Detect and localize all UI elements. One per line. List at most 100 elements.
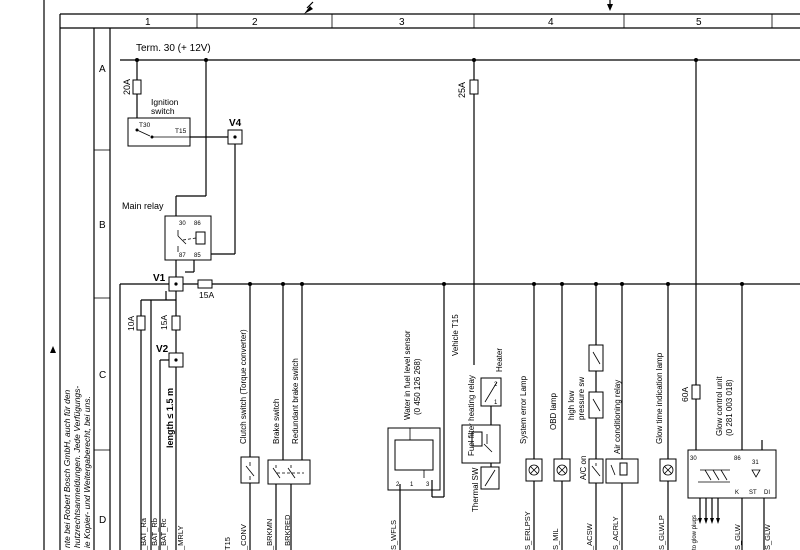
fuse-25a-label: 25A <box>457 82 467 98</box>
row-label-b: B <box>99 220 106 231</box>
signal-bat-rb: _BAT_Rb <box>150 518 159 550</box>
signal-acsw: _ACSW <box>585 522 594 550</box>
ac-on-label: A/C on <box>579 456 588 480</box>
signal-brkmn: _BRKMN <box>265 519 274 550</box>
main-relay: 30 86 87 85 <box>164 60 212 278</box>
col-label-5: 5 <box>696 17 702 28</box>
ignition-t30-label: T30 <box>139 122 151 129</box>
signal-t15: T15 <box>223 537 232 550</box>
ignition-t15-label: T15 <box>175 128 187 135</box>
glow-pin-st: ST <box>749 490 757 496</box>
clutch-switch: Clutch switch (Torque converter) <box>239 284 260 550</box>
signal-brkred: _BRKRED <box>283 514 292 550</box>
ac-relay: Air conditioning relay <box>605 284 639 550</box>
signal-conv: _CONV <box>239 524 248 550</box>
heater-label: Heater <box>495 348 504 372</box>
connector-v1: V1 <box>153 273 184 292</box>
to-glow-label: to glow plugs <box>692 515 698 550</box>
signal-bat-ra: _BAT_Ra <box>139 517 148 550</box>
relay-pin-30: 30 <box>179 221 186 227</box>
pressure-label-2: pressure sw <box>577 377 586 420</box>
col-label-1: 1 <box>145 17 151 28</box>
heat-pin-2: 2 <box>494 382 498 388</box>
obd-lamp: OBD lamp <box>549 284 571 550</box>
drawing-frame <box>43 0 800 550</box>
signal-bat-rc: _BAT_Rc <box>159 518 168 550</box>
connector-v4: V4 <box>205 118 243 255</box>
power-bus <box>119 282 800 550</box>
glow-pin-86: 86 <box>734 456 741 462</box>
col-label-4: 4 <box>548 17 554 28</box>
glow-pin-k: K <box>735 490 739 496</box>
glow-pin-30: 30 <box>690 456 697 462</box>
signal-erlpsy: S_ERLPSY <box>523 511 532 550</box>
relay-pin-87: 87 <box>179 253 186 259</box>
col-label-2: 2 <box>252 17 258 28</box>
ignition-switch: T30 T15 <box>127 117 191 147</box>
signal-glwlp: S_GLWLP <box>657 515 666 550</box>
brake-switches: Brake switch Redundant brake switch <box>267 284 311 550</box>
glow-lamp-label: Glow time indication lamp <box>655 352 664 444</box>
v1-label: V1 <box>153 273 166 284</box>
fuse-15a-horizontal: 15A <box>197 279 214 300</box>
ignition-switch-label-2: switch <box>151 106 175 116</box>
signal-glw-2: S_GLW <box>763 523 772 550</box>
battery-feeds: 10A 15A <box>126 291 181 550</box>
relay-pin-85: 85 <box>194 253 201 259</box>
vehicle-t15-label: Vehicle T15 <box>451 314 460 356</box>
system-error-lamp: System error Lamp <box>519 284 543 550</box>
glow-pin-31: 31 <box>752 460 759 466</box>
pressure-switch: high low pressure sw A/C on <box>567 284 604 550</box>
glow-pin-di: DI <box>764 490 770 496</box>
water-sensor-label-2: (0 450 126 268) <box>413 358 422 415</box>
water-sensor-label-1: Water in fuel level sensor <box>403 330 412 420</box>
system-error-lamp-label: System error Lamp <box>519 375 528 444</box>
glow-unit-label-2: (0 281 003 018) <box>725 379 734 436</box>
fuse-15a-v-label: 15A <box>159 315 169 330</box>
signal-glw-1: S_GLW <box>733 523 742 550</box>
v2-label: V2 <box>156 344 169 355</box>
fuse-10a-label: 10A <box>126 316 136 331</box>
sensor-pin-3: 3 <box>426 482 430 488</box>
term30-label: Term. 30 (+ 12V) <box>136 43 211 54</box>
side-note-line-1: nte bei Robert Bosch GmbH, auch für den <box>62 389 72 548</box>
glow-control-unit: 60A 30 86 31 K ST DI Glow control unit (… <box>680 60 777 550</box>
fuel-filter-relay-label: Fuel filter heating relay <box>467 375 476 456</box>
glow-lamp: Glow time indication lamp <box>655 284 677 550</box>
clutch-switch-label: Clutch switch (Torque converter) <box>239 329 248 444</box>
main-relay-label: Main relay <box>122 201 164 211</box>
row-label-a: A <box>99 64 106 75</box>
v4-label: V4 <box>229 118 242 129</box>
side-note: nte bei Robert Bosch GmbH, auch für den … <box>62 386 92 548</box>
obd-lamp-label: OBD lamp <box>549 393 558 430</box>
connector-v2: V2 <box>156 344 184 550</box>
term30-bus: Term. 30 (+ 12V) <box>120 43 800 62</box>
glow-unit-label-1: Glow control unit <box>715 376 724 436</box>
thermal-sw-label: Thermal SW <box>471 467 480 512</box>
water-in-fuel-sensor: 2 1 3 Water in fuel level sensor (0 450 … <box>387 284 445 550</box>
signal-mil: S_MIL <box>551 528 560 550</box>
fuse-15a-h-label: 15A <box>199 290 214 300</box>
fuse-60a-label: 60A <box>680 387 690 402</box>
row-label-c: C <box>99 370 106 381</box>
signal-mrly: _MRLY <box>176 526 185 550</box>
fuse-20a: 20A <box>122 60 142 118</box>
col-label-3: 3 <box>399 17 405 28</box>
pressure-label-1: high low <box>567 390 576 420</box>
ac-relay-label: Air conditioning relay <box>613 380 622 454</box>
sensor-pin-2: 2 <box>396 482 400 488</box>
brake-switch-label: Brake switch <box>272 399 281 444</box>
length-label: length ≤ 1.5 m <box>165 388 175 448</box>
sensor-pin-1: 1 <box>410 482 414 488</box>
side-note-line-3: ie Kopier- und Weitergaberecht, bei uns. <box>82 396 92 548</box>
signal-labels: _BAT_Ra _BAT_Rb _BAT_Rc _MRLY T15 _CONV … <box>139 511 772 550</box>
signal-acrly: S_ACRLY <box>611 516 620 550</box>
relay-pin-86: 86 <box>194 221 201 227</box>
row-label-d: D <box>99 515 106 526</box>
heat-pin-1: 1 <box>494 400 498 406</box>
ignition-switch-label-1: Ignition <box>151 97 179 107</box>
fuel-filter-heating: 25A 2 1 Heater Vehicle T15 Fuel filter h… <box>451 60 504 512</box>
fuse-20a-label: 20A <box>122 79 132 95</box>
signal-wfls: S_WFLS <box>389 520 398 550</box>
